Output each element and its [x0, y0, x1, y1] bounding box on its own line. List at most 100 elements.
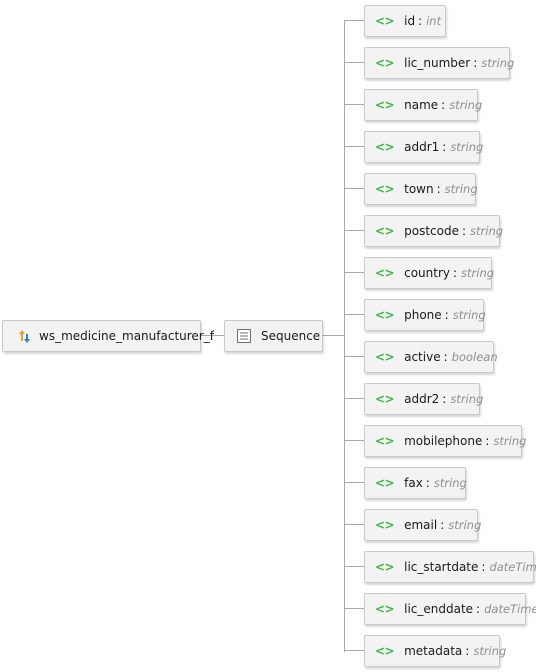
element-type: string: [433, 476, 467, 490]
element-type: string: [493, 434, 527, 448]
element-type: boolean: [451, 350, 498, 364]
element-connector: [344, 62, 364, 63]
element-name: country: [404, 266, 450, 280]
element-separator: :: [461, 224, 467, 238]
element-type: string: [444, 182, 478, 196]
element-name: email: [404, 518, 438, 532]
element-tag-icon: <>: [375, 644, 395, 658]
element-separator: :: [485, 434, 490, 448]
element-separator: :: [476, 602, 481, 616]
element-node-country[interactable]: <> country:string: [364, 257, 495, 289]
element-connector: [344, 146, 364, 147]
element-separator: :: [441, 98, 446, 112]
element-connector: [344, 188, 364, 189]
element-name: id: [404, 14, 416, 28]
element-tag-icon: <>: [375, 560, 395, 574]
element-name: lic_number: [404, 56, 471, 70]
element-name: mobilephone: [404, 434, 483, 448]
sequence-icon: [237, 329, 251, 343]
element-type: string: [473, 644, 507, 658]
element-type: string: [450, 392, 484, 406]
element-type: string: [481, 56, 515, 70]
element-tag-icon: <>: [375, 350, 395, 364]
element-separator: :: [440, 518, 445, 532]
element-node-addr2[interactable]: <> addr2:string: [364, 383, 484, 415]
element-node-email[interactable]: <>email:string: [364, 509, 481, 541]
element-node-addr1[interactable]: <> addr1:string: [364, 131, 484, 163]
element-node-town[interactable]: <> town:string: [364, 173, 478, 205]
element-tag-icon: <>: [375, 98, 395, 112]
element-type: dateTime: [489, 560, 536, 574]
element-name: name: [404, 98, 439, 112]
element-node-mobilephone[interactable]: <> mobilephone:string: [364, 425, 526, 457]
element-name: lic_enddate: [404, 602, 474, 616]
element-node-name[interactable]: <> name:string: [364, 89, 482, 121]
element-connector: [344, 314, 364, 315]
element-tag-icon: <>: [375, 266, 395, 280]
element-node-phone[interactable]: <> phone:string: [364, 299, 486, 331]
element-name: addr2: [404, 392, 440, 406]
element-separator: :: [436, 182, 441, 196]
element-tag-icon: <>: [375, 14, 395, 28]
element-type: string: [470, 224, 504, 238]
element-tag-icon: <>: [375, 140, 395, 154]
element-node-active[interactable]: <> active:boolean: [364, 341, 498, 373]
element-separator: :: [425, 476, 430, 490]
element-node-metadata[interactable]: <> metadata:string: [364, 635, 506, 667]
element-connector: [344, 650, 364, 651]
element-connector: [344, 272, 364, 273]
element-connector: [344, 20, 364, 21]
root-element-node[interactable]: ws_medicine_manufacturer_f: [2, 320, 214, 352]
root-element-label: ws_medicine_manufacturer_f: [39, 329, 214, 343]
element-tag-icon: <>: [375, 224, 395, 238]
element-name: postcode: [404, 224, 459, 238]
element-tag-icon: <>: [375, 392, 395, 406]
sequence-branch-spine: [344, 20, 345, 652]
element-separator: :: [453, 266, 458, 280]
element-name: active: [404, 350, 441, 364]
element-node-fax[interactable]: <>fax:string: [364, 467, 467, 499]
element-name: metadata: [404, 644, 463, 658]
element-connector: [344, 440, 364, 441]
element-connector: [344, 356, 364, 357]
element-name: town: [404, 182, 434, 196]
element-connector: [344, 104, 364, 105]
element-type: string: [449, 98, 483, 112]
element-name: addr1: [404, 140, 440, 154]
element-separator: :: [442, 140, 447, 154]
element-name: phone: [404, 308, 442, 322]
element-ref-icon: [15, 328, 31, 344]
element-separator: :: [481, 560, 486, 574]
element-name: lic_startdate: [404, 560, 479, 574]
element-separator: :: [442, 392, 447, 406]
element-tag-icon: <>: [375, 434, 395, 448]
element-type: string: [450, 140, 484, 154]
element-connector: [344, 524, 364, 525]
element-connector: [344, 566, 364, 567]
element-tag-icon: <>: [375, 518, 395, 532]
element-separator: :: [443, 350, 448, 364]
element-tag-icon: <>: [375, 56, 395, 70]
element-tag-icon: <>: [375, 602, 395, 616]
element-node-lic-enddate[interactable]: <> lic_enddate:dateTime: [364, 593, 536, 625]
element-node-lic-startdate[interactable]: <> lic_startdate:dateTime: [364, 551, 536, 583]
element-type: dateTime: [484, 602, 536, 616]
element-node-postcode[interactable]: <> postcode:string: [364, 215, 504, 247]
element-connector: [344, 230, 364, 231]
element-connector: [344, 608, 364, 609]
element-separator: :: [444, 308, 449, 322]
element-type: string: [461, 266, 495, 280]
sequence-label: Sequence: [261, 329, 321, 343]
element-type: string: [452, 308, 486, 322]
element-tag-icon: <>: [375, 308, 395, 322]
sequence-node[interactable]: Sequence: [224, 320, 323, 352]
element-node-id[interactable]: <>id:int: [364, 5, 446, 37]
element-tag-icon: <>: [375, 182, 395, 196]
element-separator: :: [465, 644, 470, 658]
element-type: int: [426, 14, 442, 28]
element-connector: [344, 398, 364, 399]
root-sequence-connector: [201, 335, 224, 336]
element-node-lic-number[interactable]: <>lic_number:string: [364, 47, 514, 79]
element-connector: [344, 482, 364, 483]
element-tag-icon: <>: [375, 476, 395, 490]
